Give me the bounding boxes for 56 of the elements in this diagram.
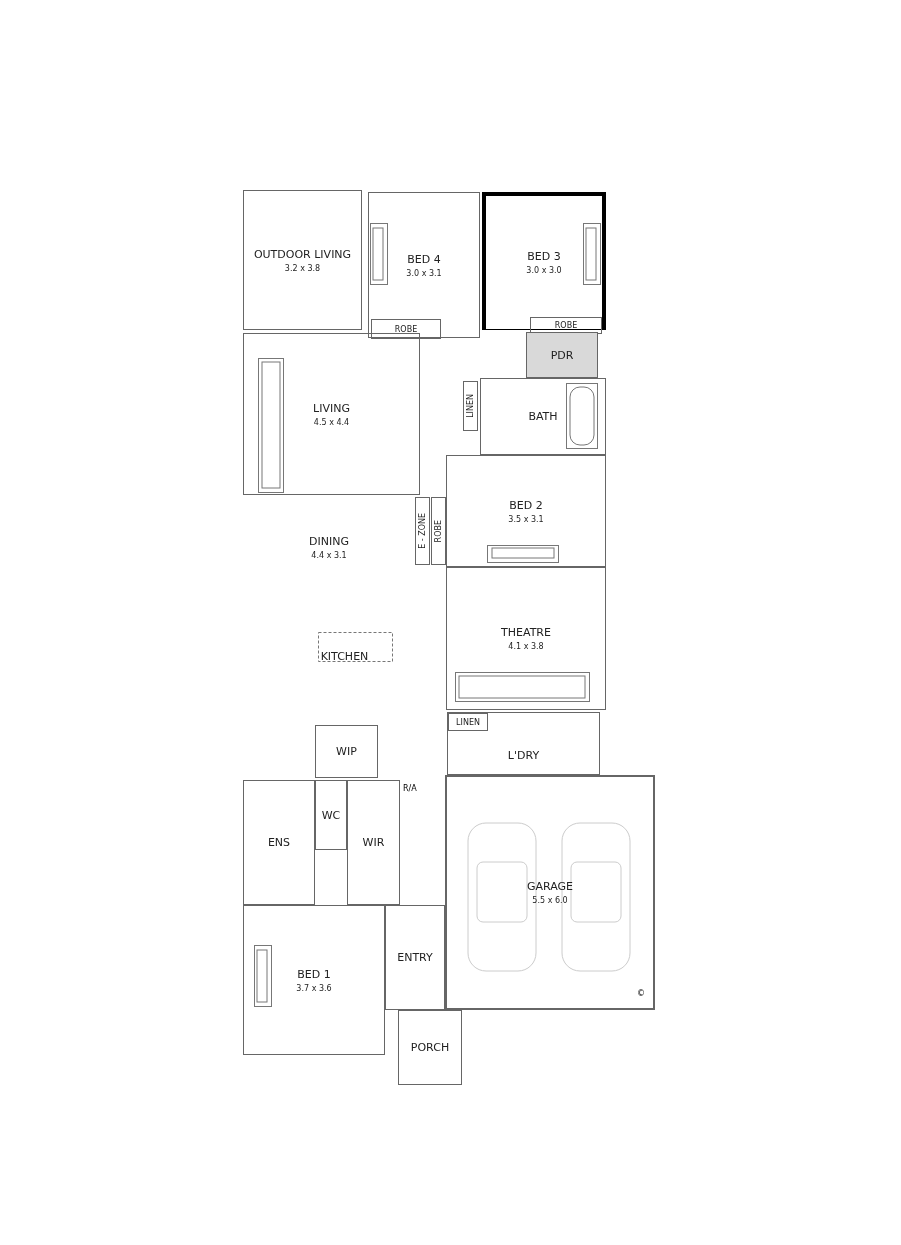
cupboard: [415, 497, 430, 565]
cupboard: [448, 713, 488, 731]
cupboard: [463, 381, 478, 431]
room-name: ENS: [267, 836, 291, 849]
copyright-mark: ©: [637, 989, 645, 998]
room-dimensions: 5.5 x 6.0: [532, 896, 568, 905]
room: [243, 333, 420, 495]
room-name: BED 2: [509, 498, 543, 512]
room-name: THEATRE: [501, 626, 551, 639]
cupboard: [371, 319, 441, 339]
room-name: LINEN: [466, 394, 475, 418]
room: [347, 780, 400, 905]
room-name: E - ZONE: [418, 513, 427, 549]
room-name: ROBE: [554, 321, 578, 330]
room-name: WC: [321, 808, 341, 822]
room-name: DINING: [309, 535, 349, 548]
room-name: ROBE: [394, 324, 418, 334]
room-name: WIR: [362, 836, 385, 849]
room: [243, 905, 385, 1055]
room: [385, 905, 445, 1010]
room-dimensions: 4.4 x 3.1: [311, 551, 347, 560]
room-name: BED 4: [407, 252, 441, 266]
room: [446, 567, 606, 710]
room-name: BATH: [528, 410, 558, 423]
room-name: L'DRY: [507, 749, 540, 762]
room: [447, 712, 600, 775]
room-name: PDR: [550, 348, 574, 362]
room-name: PORCH: [410, 1041, 450, 1054]
room-name: KITCHEN: [320, 649, 369, 663]
room: [315, 780, 347, 850]
room-name: LINEN: [456, 717, 480, 727]
room: [368, 192, 480, 338]
room-name: LIVING: [313, 401, 350, 415]
room-name: GARAGE: [526, 880, 574, 893]
room-name: BED 1: [297, 967, 331, 981]
room: [243, 190, 362, 330]
room-dimensions: 4.5 x 4.4: [313, 417, 350, 427]
room-name: ROBE: [434, 519, 443, 543]
room: [446, 455, 606, 567]
room-dimensions: 3.5 x 3.1: [508, 514, 544, 524]
room-name: OUTDOOR LIVING: [253, 247, 352, 261]
room: [526, 332, 598, 378]
room-name: ENTRY: [397, 951, 433, 964]
room: [480, 378, 606, 455]
cupboard: [431, 497, 446, 565]
room-name: WIP: [336, 745, 357, 758]
room-name: BED 3: [527, 250, 561, 263]
room: [398, 1010, 462, 1085]
room: [243, 780, 315, 905]
room-dimensions: 3.2 x 3.8: [284, 263, 321, 273]
room-dimensions: 3.7 x 3.6: [296, 983, 332, 993]
room-dimensions: 4.1 x 3.8: [508, 642, 544, 651]
room-dimensions: 3.0 x 3.0: [526, 266, 562, 275]
room-dimensions: 3.0 x 3.1: [406, 268, 442, 278]
room: [445, 775, 655, 1010]
room: [315, 725, 378, 778]
